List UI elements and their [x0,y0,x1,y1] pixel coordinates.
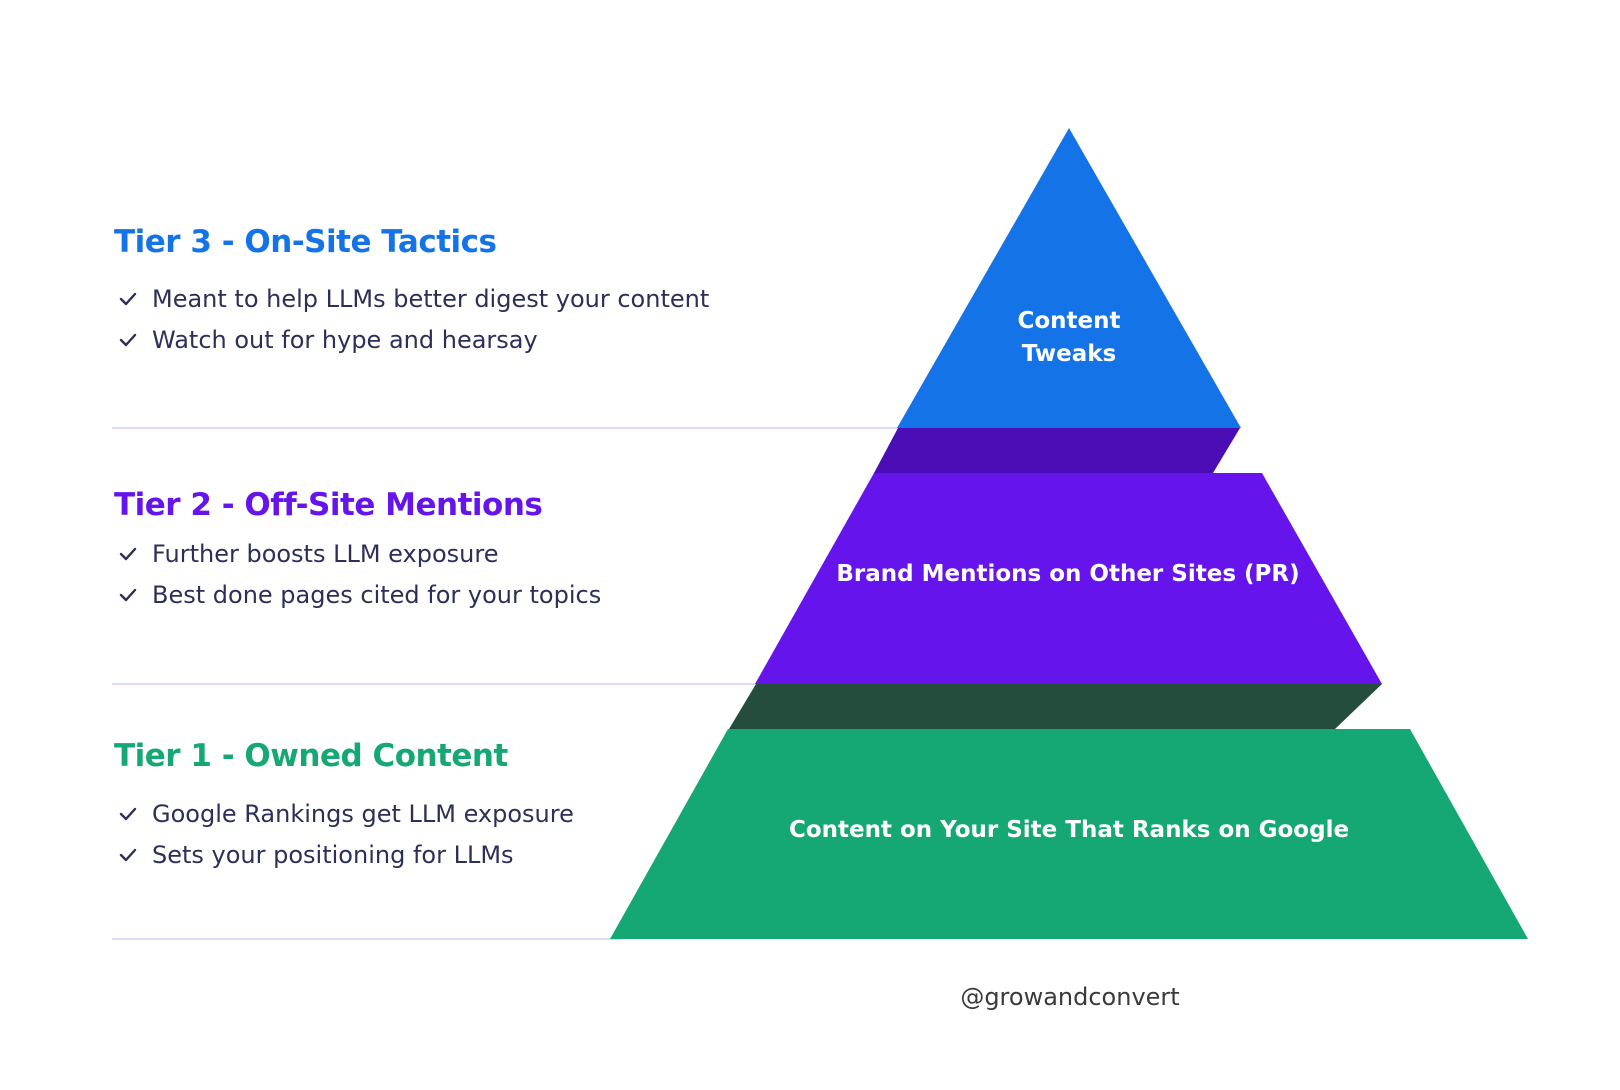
bullet-text: Google Rankings get LLM exposure [152,799,574,828]
bullet-text: Further boosts LLM exposure [152,539,499,568]
checkmark-icon [118,544,138,564]
checkmark-icon [118,585,138,605]
tier2-heading: Tier 2 - Off-Site Mentions [114,487,543,523]
layer-label-line: Tweaks [1021,341,1117,367]
pyramid-layer-tier1 [610,729,1528,939]
list-item: Further boosts LLM exposure [114,533,601,574]
layer-label-tier2: Brand Mentions on Other Sites (PR) [836,558,1299,591]
tier1-block: Tier 1 - Owned Content Google Rankings g… [114,738,574,875]
list-item: Best done pages cited for your topics [114,574,601,615]
list-item: Watch out for hype and hearsay [114,319,709,360]
tier2-bullets: Further boosts LLM exposure Best done pa… [114,533,601,615]
bullet-text: Best done pages cited for your topics [152,580,602,609]
list-item: Google Rankings get LLM exposure [114,793,574,834]
pyramid-layer-tier2 [755,473,1382,684]
layer-label-line: Content on Your Site That Ranks on Googl… [788,817,1350,843]
checkmark-icon [118,845,138,865]
connector-lower [729,684,1382,729]
list-item: Sets your positioning for LLMs [114,834,574,875]
checkmark-icon [118,330,138,350]
layer-label-line: Content [1017,308,1121,334]
layer-label-tier1: Content on Your Site That Ranks on Googl… [789,814,1349,847]
tier3-block: Tier 3 - On-Site Tactics Meant to help L… [114,224,709,360]
pyramid-layer-tier3 [897,128,1241,428]
layer-label-tier3: Content Tweaks [1017,305,1120,371]
bullet-text: Sets your positioning for LLMs [152,840,514,869]
tier1-heading: Tier 1 - Owned Content [114,738,508,774]
bullet-text: Meant to help LLMs better digest your co… [152,284,710,313]
tier3-bullets: Meant to help LLMs better digest your co… [114,278,709,360]
list-item: Meant to help LLMs better digest your co… [114,278,709,319]
tier3-heading: Tier 3 - On-Site Tactics [114,224,497,260]
checkmark-icon [118,289,138,309]
bullet-text: Watch out for hype and hearsay [152,325,538,354]
connector-upper [874,428,1240,473]
layer-label-line: Brand Mentions on Other Sites (PR) [836,561,1300,587]
brand-handle: @growandconvert [960,983,1180,1011]
tier1-bullets: Google Rankings get LLM exposure Sets yo… [114,793,574,875]
tier2-block: Tier 2 - Off-Site Mentions Further boost… [114,487,601,615]
checkmark-icon [118,804,138,824]
